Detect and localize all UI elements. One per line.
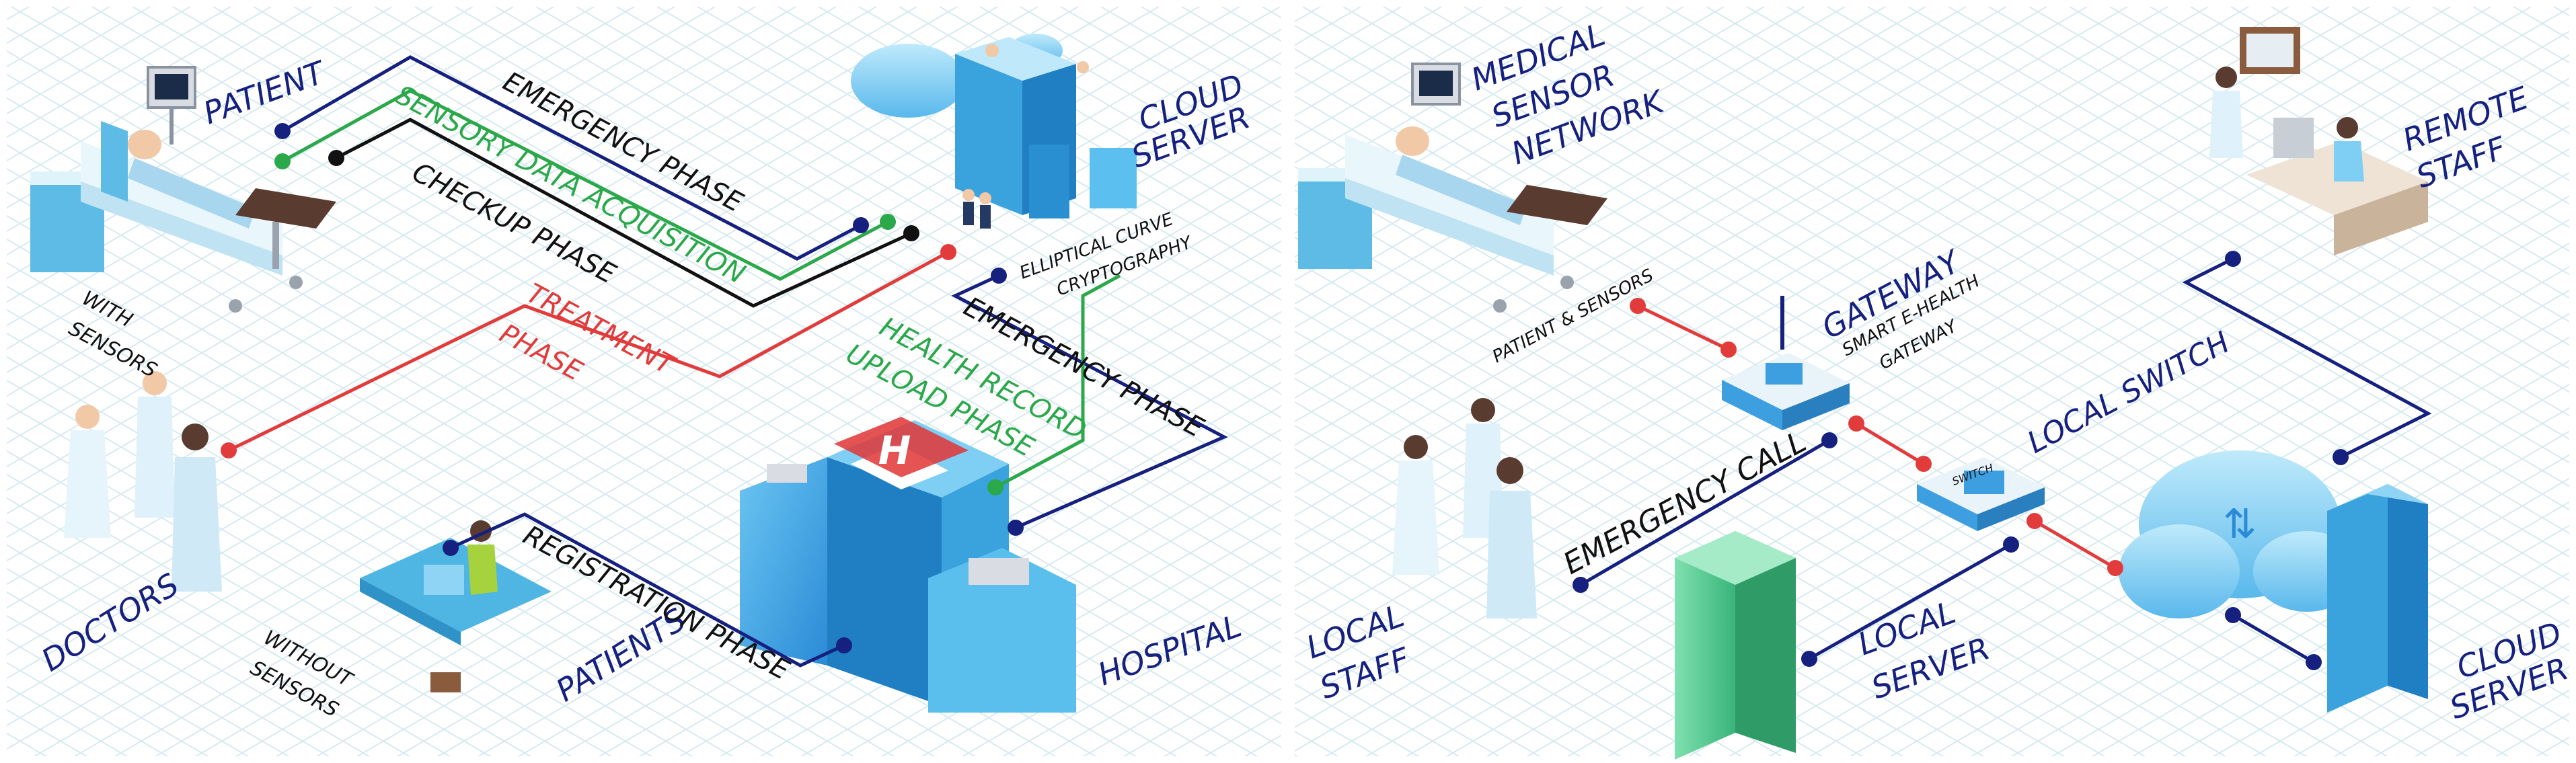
line-cloud-bottom (2232, 613, 2315, 664)
local-switch-illustration (1917, 457, 2045, 531)
left-connection-dots (221, 123, 1024, 653)
local-staff-illustration (1392, 398, 1537, 618)
local-server-illustration (1675, 531, 1796, 760)
line-local-server (1808, 543, 2012, 661)
line-checkup (335, 118, 913, 308)
left-connection-lines (227, 55, 1228, 668)
line-registration (449, 512, 845, 668)
patient-bed-illustration (30, 66, 336, 313)
cloud-sync-icon: ⇅ (2223, 501, 2257, 548)
doctors-illustration (64, 371, 222, 592)
right-connection-lines (1579, 257, 2432, 664)
line-gateway-switch (1855, 421, 1925, 466)
line-switch-cloud (2033, 519, 2117, 570)
line-remote-staff-cloud (2182, 257, 2432, 459)
remote-staff-illustration (2209, 27, 2428, 255)
right-connection-dots (1573, 251, 2349, 670)
sensor-network-bed-illustration (1298, 63, 1607, 313)
exam-table-illustration (360, 520, 552, 692)
line-health-record (994, 274, 1121, 489)
cloud-server-illustration (851, 34, 1137, 229)
gateway-router-illustration (1722, 296, 1850, 430)
line-emergency-call (1579, 438, 1831, 587)
right-cloud-server-illustration: ⇅ (2119, 450, 2428, 713)
hospital-illustration: H (740, 417, 1076, 713)
line-patient-gateway (1636, 304, 1730, 352)
line-emergency-top (281, 55, 862, 261)
hospital-sign-letter: H (878, 428, 911, 473)
line-emergency-right (951, 274, 1228, 530)
line-treatment (227, 250, 950, 452)
line-sensory (281, 89, 889, 281)
